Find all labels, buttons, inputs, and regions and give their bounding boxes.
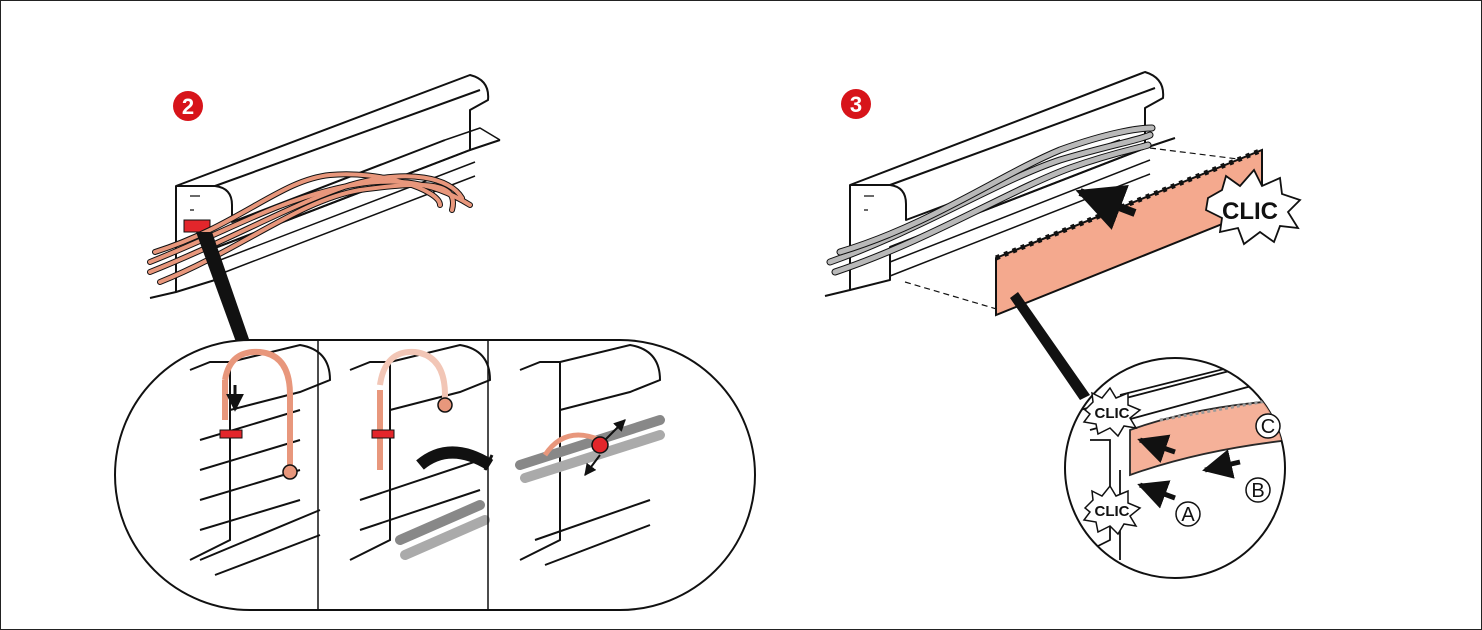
svg-text:A: A — [1181, 504, 1195, 526]
step3-push-arrow — [1075, 184, 1137, 230]
step2-group: 2 — [114, 74, 756, 611]
step3-clic-burst: CLIC — [1205, 168, 1302, 246]
step3-group: 3 — [824, 71, 1302, 579]
step3-clic-label: CLIC — [1222, 198, 1278, 225]
step3-cables — [826, 124, 1156, 276]
svg-text:CLIC: CLIC — [1095, 405, 1130, 422]
detail-arrow-1 — [1137, 434, 1176, 463]
svg-text:CLIC: CLIC — [1095, 503, 1130, 520]
detail-arrow-3 — [1137, 480, 1176, 509]
detail-clic-top: CLIC — [1082, 386, 1142, 438]
step2-badge: 2 — [173, 91, 203, 121]
step3-badge: 3 — [841, 89, 871, 119]
detail-label-c: C — [1255, 413, 1281, 439]
step3-detail: CLIC CLIC A B C — [1064, 357, 1286, 579]
step2-badge-number: 2 — [182, 94, 194, 119]
step2-detail — [114, 339, 756, 611]
step3-pointer — [1010, 292, 1090, 400]
svg-text:C: C — [1261, 416, 1275, 438]
step3-badge-number: 3 — [850, 92, 862, 117]
detail-arrow-4 — [1277, 389, 1285, 420]
detail-label-b: B — [1245, 477, 1271, 503]
detail-clic-bottom: CLIC — [1082, 484, 1142, 536]
svg-text:B: B — [1251, 480, 1264, 502]
step2-pointer — [196, 232, 250, 342]
detail-label-a: A — [1175, 501, 1201, 527]
step2-panel-3 — [519, 343, 662, 566]
detail-arrow-2 — [1202, 449, 1241, 479]
